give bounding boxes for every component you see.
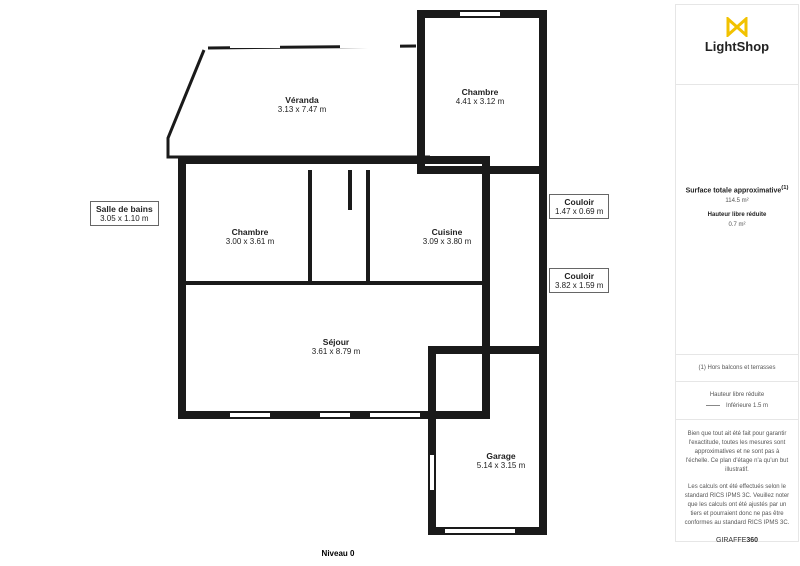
giraffe360-credit: GIRAFFE360 (715, 537, 759, 544)
legend-line-icon (705, 404, 720, 406)
brand-name: LightShop (704, 39, 770, 54)
surface-note: (1) (781, 185, 789, 191)
disclaimer-2: Les calculs ont été effectués selon le s… (684, 484, 790, 526)
disclaimer-1: Bien que tout ait été fait pour garantir… (685, 431, 789, 473)
legend-title: Hauteur libre réduite (709, 392, 765, 398)
surface-label: Surface totale approximative (685, 187, 782, 195)
surface-section: Surface totale approximative(1) 114.5 m²… (676, 85, 798, 355)
reduced-value: 0.7 m² (728, 222, 746, 229)
interior-walls (182, 170, 486, 285)
main-block-walls (178, 156, 490, 419)
footnote: (1) Hors balcons et terrasses (676, 355, 798, 382)
legend-item: Inférieure 1.5 m (725, 403, 769, 409)
legend-section: Hauteur libre réduite Inférieure 1.5 m (676, 382, 798, 420)
level-label: Niveau 0 (322, 549, 355, 558)
lightshop-logo-icon (726, 15, 748, 39)
couloir-walls (486, 166, 547, 354)
reduced-label: Hauteur libre réduite (707, 212, 767, 219)
brand-section: LightShop (676, 5, 798, 85)
floor-plan: Niveau 0 (166, 10, 547, 558)
surface-value: 114.5 m² (725, 198, 749, 205)
info-panel: LightShop Surface totale approximative(1… (675, 4, 799, 544)
